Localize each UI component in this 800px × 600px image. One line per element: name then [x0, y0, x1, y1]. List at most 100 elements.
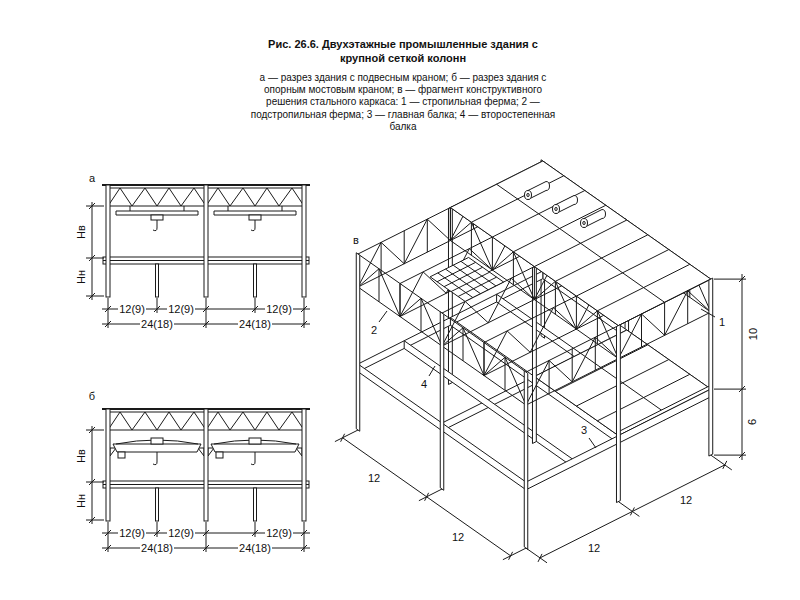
roof-mesh: [430, 257, 504, 301]
dimension-lines: [105, 321, 307, 327]
roof-mesh: [430, 257, 504, 301]
hanging-crane: [214, 206, 296, 215]
roofing-rolls: [583, 221, 585, 224]
right-frame: [709, 278, 713, 456]
bridge-crane: [251, 452, 255, 465]
roof-slabs: [450, 161, 710, 326]
bridge-crane: [216, 452, 223, 458]
height-symbol: Hв: [75, 224, 87, 240]
hanging-crane: [153, 220, 157, 231]
floor-slabs: [534, 330, 710, 436]
building-frame: [254, 488, 257, 521]
roofing-rolls: [581, 210, 606, 228]
roofing-rolls: [525, 182, 606, 228]
dimension-value: 12: [679, 494, 693, 506]
roofing-rolls: [553, 205, 560, 214]
front-frame: [356, 253, 360, 431]
roofing-rolls: [525, 182, 550, 200]
bridge-crane: [151, 438, 163, 444]
figure-caption: а — разрез здания с подвесным краном; б …: [246, 72, 560, 133]
dimension-value: 12(9): [265, 527, 293, 539]
dimension-value: 24(18): [140, 318, 174, 330]
steel-frame-axonometric: [356, 160, 712, 550]
floor-slabs: [534, 330, 710, 436]
dimension-lines: [86, 426, 310, 552]
building-frame: [102, 185, 310, 297]
view-letter: а: [88, 172, 96, 184]
view-letter: в: [352, 234, 360, 246]
dimension-value: 12: [587, 542, 601, 554]
bridge-crane: [211, 444, 299, 452]
bridge-crane: [153, 452, 157, 465]
dimension-value: 24(18): [238, 318, 272, 330]
right-frame: [526, 278, 713, 548]
building-frame: [156, 488, 159, 521]
dimension-value: 12: [451, 531, 465, 543]
dimension-value: 6: [746, 418, 758, 426]
secondary-beam: [404, 341, 572, 467]
secondary-beam: [404, 341, 572, 467]
leader-lines: [589, 438, 596, 448]
roofing-rolls: [525, 191, 532, 200]
building-frame: [254, 264, 257, 297]
dimension-value: 12: [367, 472, 381, 484]
leader-lines: [379, 311, 387, 322]
dimension-lines: [714, 274, 746, 460]
dimension-lines: [739, 276, 745, 458]
building-frame: [106, 409, 110, 521]
dimension-value: 12(9): [167, 303, 195, 315]
dimension-value: 12(9): [118, 527, 146, 539]
callout-number: 4: [420, 378, 428, 390]
dimension-lines: [86, 202, 104, 300]
dimension-value: 12(9): [265, 303, 293, 315]
dimension-lines: [538, 461, 727, 562]
height-symbol: Hв: [75, 448, 87, 464]
roofing-rolls: [527, 193, 529, 196]
building-frame: [204, 409, 208, 521]
leader-lines: [379, 309, 715, 448]
building-frame: [302, 409, 306, 521]
dimension-lines: [86, 202, 310, 328]
front-frame: [524, 371, 528, 549]
hanging-crane: [249, 215, 261, 220]
bridge-crane: [249, 438, 261, 444]
roof-slabs: [450, 161, 710, 326]
callout-number: 3: [580, 424, 588, 436]
roof-mesh: [430, 257, 504, 301]
callout-number: 1: [718, 316, 726, 328]
bridge-crane: [113, 444, 201, 452]
floor-slabs: [534, 330, 710, 436]
hanging-crane: [116, 206, 198, 215]
figure-title: Рис. 26.6. Двухэтажные промышленные здан…: [246, 38, 560, 66]
hanging-crane: [151, 215, 163, 220]
roof-slabs: [450, 161, 710, 326]
dimension-lines: [86, 426, 104, 524]
roofing-rolls: [581, 219, 588, 228]
dimension-value: 10: [747, 327, 759, 341]
dimension-value: 24(18): [238, 542, 272, 554]
dimension-value: 12(9): [167, 527, 195, 539]
roofing-rolls: [553, 196, 578, 214]
dimension-value: 24(18): [140, 542, 174, 554]
view-letter: б: [88, 390, 96, 402]
hanging-crane: [251, 220, 255, 231]
leader-lines: [429, 366, 435, 376]
front-frame: [356, 253, 528, 550]
height-symbol: Hн: [75, 269, 87, 285]
section-a: [86, 185, 310, 328]
building-frame: [156, 264, 159, 297]
front-frame: [440, 312, 444, 490]
dimension-lines: [335, 430, 526, 560]
callout-number: 2: [370, 324, 378, 336]
bridge-crane: [118, 452, 125, 458]
right-frame: [616, 325, 620, 503]
leader-lines: [701, 309, 715, 317]
building-frame: [204, 185, 208, 297]
building-frame: [106, 185, 110, 297]
building-frame: [102, 409, 310, 521]
dimension-lines: [526, 455, 732, 563]
right-frame: [618, 385, 710, 435]
height-symbol: Hн: [75, 493, 87, 509]
